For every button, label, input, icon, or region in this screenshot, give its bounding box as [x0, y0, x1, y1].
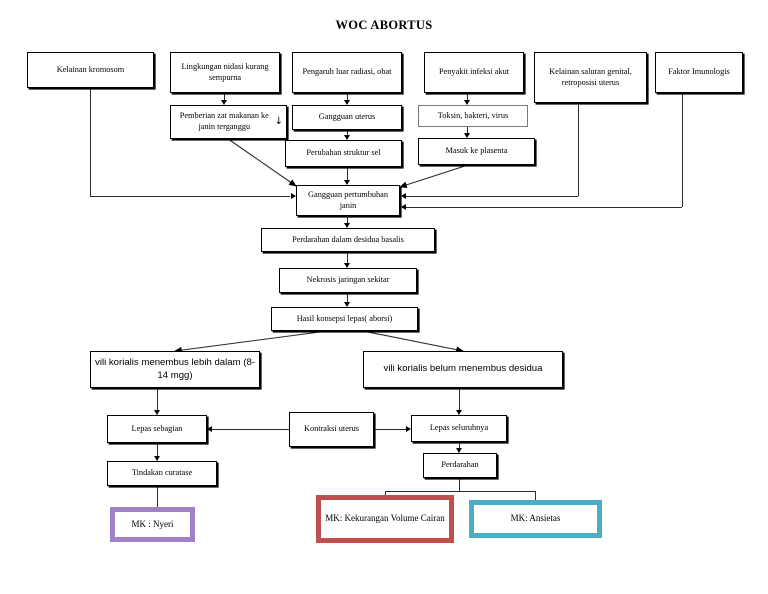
- arrowhead-into-toksin: [463, 100, 470, 105]
- node-lepas-seluruhnya[interactable]: Lepas seluruhnya: [411, 415, 507, 442]
- arrowhead-into-lepas-sebagian: [153, 410, 160, 415]
- node-penyakit-infeksi[interactable]: Penyakit infeksi akut: [424, 52, 524, 93]
- arrowhead-into-konsepsi: [343, 302, 350, 307]
- arrowhead-into-nekrosis: [343, 263, 350, 268]
- node-mk-kekurangan-volume-cairan[interactable]: MK: Kekurangan Volume Cairan: [316, 495, 454, 543]
- node-nekrosis-jaringan[interactable]: Nekrosis jaringan sekitar: [279, 268, 417, 293]
- node-perdarahan[interactable]: Perdarahan: [423, 453, 497, 478]
- node-faktor-imunologis[interactable]: Faktor Imunologis: [655, 52, 743, 93]
- connector-kromosom-right: [90, 196, 290, 197]
- node-kontraksi-uterus[interactable]: Kontraksi uterus: [289, 412, 374, 447]
- arrowhead-into-lepas-seluruhnya-left: [406, 425, 411, 432]
- node-lepas-sebagian[interactable]: Lepas sebagian: [107, 415, 207, 443]
- node-pengaruh-radiasi[interactable]: Pengaruh luar radiasi, obat: [292, 52, 402, 93]
- node-vili-korialis-belum-menembus[interactable]: vili korialis belum menembus desidua: [363, 351, 563, 388]
- arrowhead-into-lepas-seluruhnya: [455, 410, 462, 415]
- node-kelainan-saluran-genital[interactable]: Kelainan saluran genital, retroposisi ut…: [534, 52, 647, 103]
- connector-split-to-mkansietas: [535, 491, 536, 502]
- node-gangguan-pertumbuhan-janin[interactable]: Gangguan pertumbuhan janin: [296, 185, 400, 216]
- node-vili-korialis-menembus-dalam[interactable]: vili korialis menembus lebih dalam (8-14…: [90, 351, 260, 388]
- connector-toksin-down: [467, 127, 468, 133]
- connector-infeksi-down: [467, 93, 468, 100]
- arrowhead-into-struktur-sel: [343, 135, 350, 140]
- connector-nekrosis-down: [347, 293, 348, 302]
- node-kelainan-kromosom[interactable]: Kelainan kromosom: [27, 52, 154, 88]
- connector-strukturseldown: [347, 167, 348, 180]
- connector-genital-left: [406, 196, 578, 197]
- page-title: WOC ABORTUS: [335, 18, 433, 32]
- arrowhead-into-perdarahan: [455, 448, 462, 453]
- connector-imunologis-down: [682, 93, 683, 207]
- node-perubahan-struktur-sel[interactable]: Perubahan struktur sel: [285, 140, 402, 167]
- connector-radiasi-down: [347, 93, 348, 100]
- arrowhead-into-plasenta: [463, 133, 470, 138]
- connector-kontraksi-to-lepasseluruh: [374, 429, 406, 430]
- node-perdarahan-desidua-basalis[interactable]: Perdarahan dalam desidua basalis: [261, 228, 435, 252]
- node-label: Pemberian zat makanan ke janin terganggu: [179, 111, 269, 131]
- connector-gangguanuterus-down: [347, 130, 348, 135]
- arrowhead-into-pertumbuhan-left: [291, 192, 296, 199]
- connector-nidasi-down: [224, 93, 225, 100]
- node-hasil-konsepsi-lepas[interactable]: Hasil konsepsi lepas( aborsi): [271, 307, 418, 331]
- connector-kromosom-down: [90, 88, 91, 196]
- node-mk-ansietas[interactable]: MK: Ansietas: [469, 500, 602, 538]
- arrowhead-into-zatmakanan: [220, 100, 227, 105]
- arrowhead-into-pertumbuhan-top: [343, 180, 350, 185]
- node-toksin-bakteri-virus[interactable]: Toksin, bakteri, virus: [418, 105, 528, 127]
- node-gangguan-uterus[interactable]: Gangguan uterus: [292, 105, 402, 130]
- node-pemberian-zat-makanan[interactable]: Pemberian zat makanan ke janin terganggu…: [170, 105, 287, 139]
- connector-perdarahan-down: [459, 478, 460, 491]
- connector-lepassebagian-down: [157, 443, 158, 456]
- connector-desidua-down: [347, 252, 348, 263]
- connector-genital-down: [578, 103, 579, 196]
- connector-curatase-to-mknyeri: [157, 486, 158, 507]
- connector-pertumbuhan-down: [347, 216, 348, 223]
- arrowhead-into-lepas-sebagian-right: [207, 425, 212, 432]
- arrowhead-into-gangguan-uterus: [343, 100, 350, 105]
- down-arrow-glyph: ↓: [274, 116, 283, 127]
- connector-vilidalam-down: [157, 388, 158, 410]
- node-lingkungan-nidasi[interactable]: Lingkungan nidasi kurang sempurna: [170, 52, 280, 93]
- node-mk-nyeri[interactable]: MK : Nyeri: [110, 507, 195, 542]
- connector-vilibelum-down: [459, 388, 460, 410]
- connector-perdarahan-split: [385, 491, 535, 492]
- connector-kontraksi-to-lepassebagian: [212, 429, 289, 430]
- connector-imunologis-left: [406, 207, 682, 208]
- arrowhead-into-curatase: [153, 456, 160, 461]
- connector-split-to-mkcairan: [385, 491, 386, 497]
- node-tindakan-curatase[interactable]: Tindakan curatase: [107, 461, 217, 486]
- arrowhead-into-pertumbuhan-right-upper: [401, 192, 406, 199]
- arrowhead-into-desidua: [343, 223, 350, 228]
- arrowhead-into-pertumbuhan-right-lower: [401, 203, 406, 210]
- node-masuk-ke-plasenta[interactable]: Masuk ke plasenta: [418, 138, 535, 165]
- connector-lepasseluruh-down: [459, 442, 460, 448]
